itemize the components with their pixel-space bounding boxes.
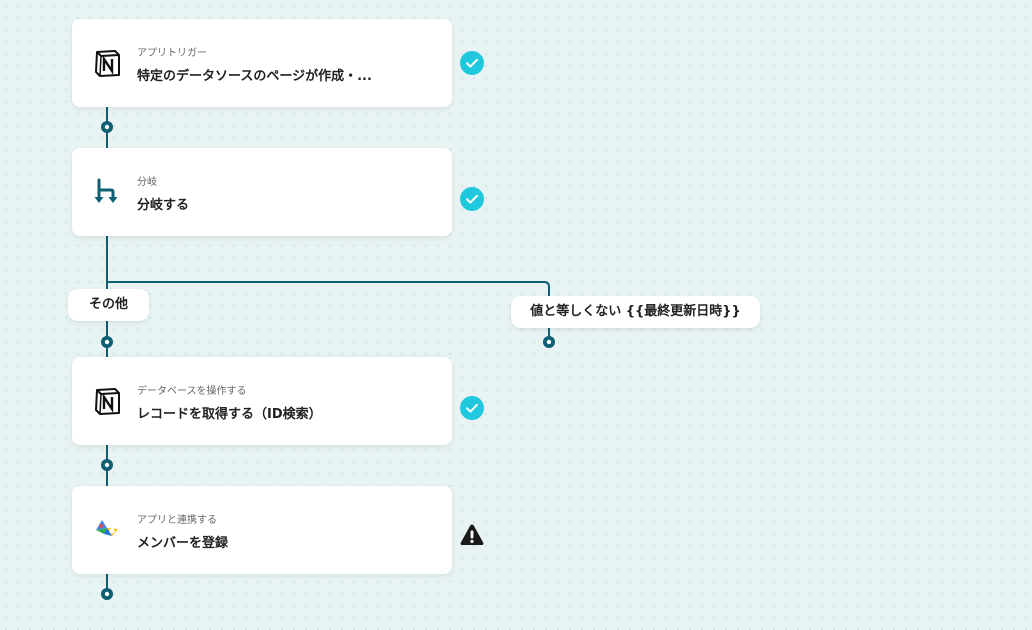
step-title: 特定のデータソースのページが作成・... bbox=[137, 69, 372, 84]
step-card-database[interactable]: データベースを操作する レコードを取得する（ID検索） bbox=[72, 357, 452, 445]
add-step-node[interactable] bbox=[101, 588, 113, 600]
step-title: 分岐する bbox=[137, 198, 190, 213]
branch-label-other[interactable]: その他 bbox=[68, 289, 149, 321]
add-step-node[interactable] bbox=[101, 336, 113, 348]
step-title: メンバーを登録 bbox=[137, 536, 229, 551]
step-title: レコードを取得する（ID検索） bbox=[137, 407, 322, 422]
step-card-trigger[interactable]: アプリトリガー 特定のデータソースのページが作成・... bbox=[72, 19, 452, 107]
notion-icon bbox=[93, 387, 121, 415]
step-label: アプリと連携する bbox=[137, 515, 217, 526]
check-icon bbox=[460, 396, 484, 420]
add-step-node[interactable] bbox=[101, 459, 113, 471]
google-workspace-icon bbox=[93, 516, 121, 544]
notion-icon bbox=[93, 49, 121, 77]
step-label: 分岐 bbox=[137, 177, 157, 188]
warning-icon bbox=[460, 523, 484, 547]
step-label: データベースを操作する bbox=[137, 386, 247, 397]
check-icon bbox=[460, 51, 484, 75]
add-step-node[interactable] bbox=[101, 121, 113, 133]
check-icon bbox=[460, 187, 484, 211]
step-card-branch[interactable]: 分岐 分岐する bbox=[72, 148, 452, 236]
branch-icon bbox=[93, 178, 121, 206]
branch-label-condition[interactable]: 値と等しくない {{最終更新日時}} bbox=[511, 296, 760, 328]
step-label: アプリトリガー bbox=[137, 48, 207, 59]
add-step-node[interactable] bbox=[543, 336, 555, 348]
step-card-app-integration[interactable]: アプリと連携する メンバーを登録 bbox=[72, 486, 452, 574]
